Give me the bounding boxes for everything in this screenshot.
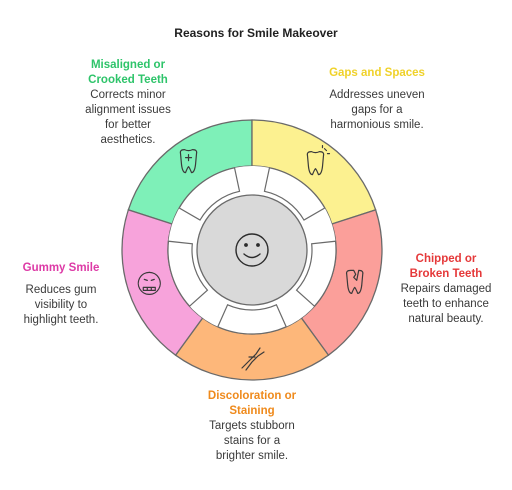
heading-line: Gummy Smile <box>22 262 100 274</box>
desc-line: stains for a <box>223 435 281 447</box>
desc-line: natural beauty. <box>408 313 484 325</box>
pliers-icon <box>241 347 265 371</box>
heading-line: Misaligned or <box>90 59 166 71</box>
desc-line: Reduces gum <box>25 284 97 296</box>
desc-line: Targets stubborn <box>209 420 295 432</box>
heading-line: Gaps and Spaces <box>329 67 425 79</box>
description-discoloration: Targets stubborn stains for a brighter s… <box>186 419 318 464</box>
heading-gaps: Gaps and Spaces <box>312 66 442 81</box>
heading-chipped: Chipped or Broken Teeth <box>384 252 508 282</box>
center-hub <box>196 194 308 306</box>
diagram-title: Reasons for Smile Makeover <box>174 26 338 40</box>
connector-gaps <box>263 167 326 221</box>
label-misaligned: Misaligned or Crooked Teeth Corrects min… <box>68 58 188 148</box>
connector-gummy <box>167 240 209 308</box>
grimace-face-icon <box>137 271 161 295</box>
desc-line: visibility to <box>34 299 88 311</box>
desc-line: Repairs damaged <box>400 283 492 295</box>
description-chipped: Repairs damaged teeth to enhance natural… <box>384 282 508 327</box>
heading-discoloration: Discoloration or Staining <box>186 389 318 419</box>
desc-line: highlight teeth. <box>23 314 99 326</box>
desc-line: aesthetics. <box>100 134 156 146</box>
description-gummy: Reduces gum visibility to highlight teet… <box>6 283 116 328</box>
heading-line: Staining <box>229 405 275 417</box>
connector-chipped <box>295 240 337 308</box>
description-misaligned: Corrects minor alignment issues for bett… <box>68 88 188 148</box>
heading-line: Chipped or <box>415 253 477 265</box>
desc-line: alignment issues <box>85 104 171 116</box>
heading-misaligned: Misaligned or Crooked Teeth <box>68 58 188 88</box>
desc-line: brighter smile. <box>215 450 289 462</box>
description-gaps: Addresses uneven gaps for a harmonious s… <box>312 88 442 133</box>
connector-discoloration <box>217 304 287 335</box>
label-chipped: Chipped or Broken Teeth Repairs damaged … <box>384 252 508 327</box>
heading-line: Broken Teeth <box>409 268 483 280</box>
heading-line: Crooked Teeth <box>88 74 168 86</box>
desc-line: Corrects minor <box>90 89 166 101</box>
label-gaps: Gaps and Spaces Addresses uneven gaps fo… <box>312 66 442 133</box>
desc-line: Addresses uneven <box>329 89 425 101</box>
smiley-face-icon <box>235 233 269 267</box>
desc-line: teeth to enhance <box>403 298 489 310</box>
desc-line: for better <box>104 119 152 131</box>
broken-tooth-icon <box>345 269 364 294</box>
tooth-sparkle-icon <box>306 145 331 176</box>
label-discoloration: Discoloration or Staining Targets stubbo… <box>186 389 318 464</box>
heading-gummy: Gummy Smile <box>6 261 116 276</box>
heading-line: Discoloration or <box>207 390 297 402</box>
label-gummy: Gummy Smile Reduces gum visibility to hi… <box>6 261 116 328</box>
connector-misaligned <box>178 167 241 221</box>
tooth-plus-icon <box>179 149 198 174</box>
desc-line: harmonious smile. <box>330 119 424 131</box>
desc-line: gaps for a <box>351 104 403 116</box>
